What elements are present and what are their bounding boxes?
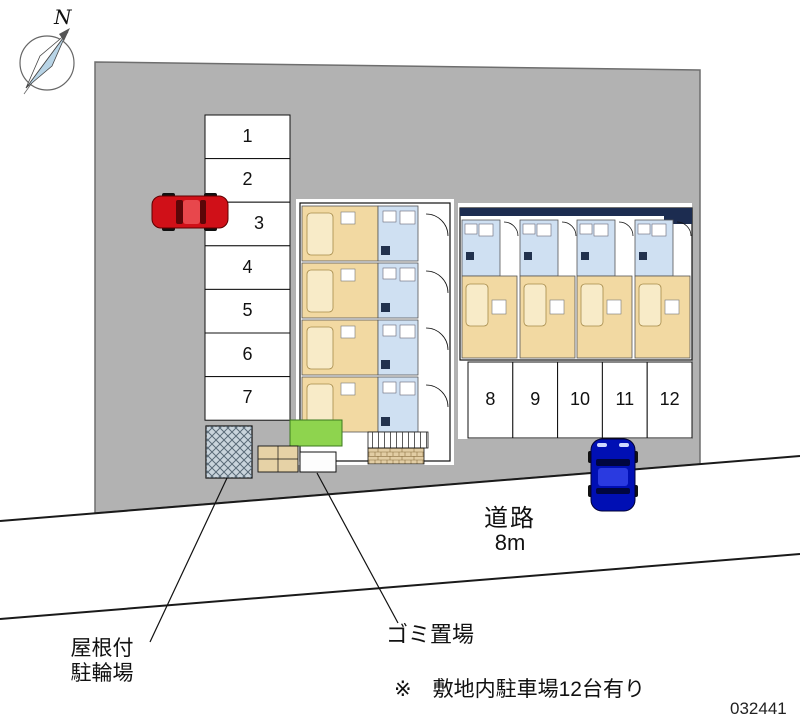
parking-space-number: 5 bbox=[242, 300, 253, 320]
parking-space-number: 10 bbox=[569, 389, 590, 409]
parking-row bbox=[467, 361, 693, 439]
entrance-stairs bbox=[367, 431, 429, 449]
garden-patch bbox=[289, 419, 343, 447]
parking-space-number: 8 bbox=[485, 389, 496, 409]
parking-space-number: 11 bbox=[615, 389, 635, 409]
blue-car bbox=[588, 438, 638, 512]
parking-note: ※ 敷地内駐車場12台有り bbox=[394, 678, 645, 701]
storage-boxes bbox=[257, 445, 299, 473]
garbage-pad bbox=[299, 451, 337, 473]
right-building bbox=[459, 207, 693, 361]
road-width-label: 8m bbox=[494, 530, 526, 555]
road bbox=[0, 455, 800, 620]
parking-space-number: 4 bbox=[242, 257, 253, 277]
entrance-paving bbox=[367, 447, 425, 465]
covered-bicycle-parking bbox=[205, 425, 253, 479]
parking-space-number: 3 bbox=[253, 213, 264, 233]
parking-column bbox=[204, 114, 291, 421]
compass bbox=[19, 28, 75, 95]
parking-space-number: 7 bbox=[242, 387, 253, 407]
parking-space-number: 9 bbox=[530, 389, 541, 409]
covered-bike-parking-label-line1: 屋根付 bbox=[70, 637, 134, 660]
parking-space-number: 6 bbox=[242, 344, 253, 364]
garbage-station-label: ゴミ置場 bbox=[386, 622, 475, 647]
red-car bbox=[151, 193, 229, 231]
plan-number: 032441 bbox=[730, 699, 787, 718]
parking-space-number: 12 bbox=[659, 389, 680, 409]
parking-space-number: 2 bbox=[242, 169, 253, 189]
covered-bike-parking-label: 屋根付 駐輪場 bbox=[46, 636, 158, 686]
north-label: N bbox=[54, 5, 72, 29]
left-building bbox=[299, 202, 451, 465]
road-label: 道路 bbox=[484, 505, 536, 532]
covered-bike-parking-label-line2: 駐輪場 bbox=[70, 662, 134, 685]
leader-lines bbox=[149, 472, 399, 643]
parking-space-number: 1 bbox=[242, 126, 253, 146]
